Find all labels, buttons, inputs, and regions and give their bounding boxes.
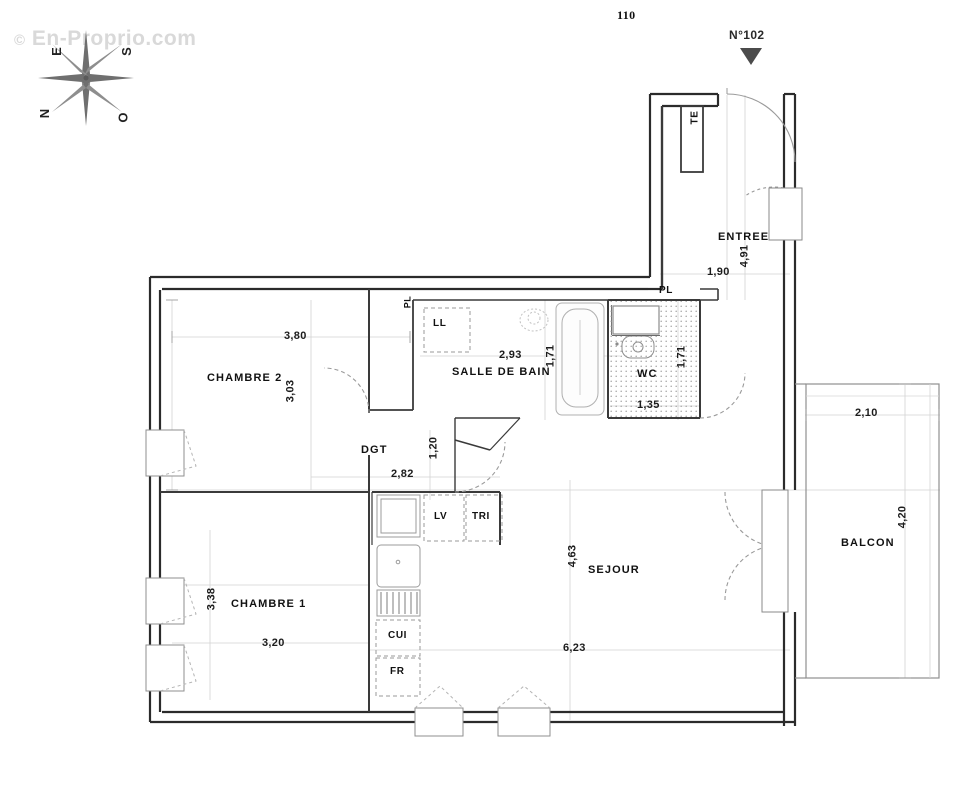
dimension-chambre1-depth: 3,38 [205,587,218,611]
apartment-marker-icon [740,48,762,65]
plan-number-label: 110 [617,8,636,22]
compass-rose: E S N O [22,18,152,138]
dimension-sejour-depth: 4,63 [566,544,579,568]
fixture-label-te: TE [689,110,701,125]
dimension-sdb-width: 2,93 [499,349,522,361]
fixture-label-tri: TRI [472,511,490,522]
watermark-copyright-icon: © [14,32,26,49]
dimension-wc-depth: 1,71 [675,345,688,369]
compass-star-icon [38,30,134,126]
watermark-label: En-Proprio.com [31,27,197,50]
fixture-label-cui: CUI [388,630,408,641]
dimension-chambre2-depth: 3,03 [284,379,297,403]
dimension-dgt-width: 2,82 [391,468,414,480]
watermark: © En-Proprio.com [14,27,196,51]
room-label-sejour: SEJOUR [588,564,640,576]
dimension-wc-width: 1,35 [637,399,660,411]
dimension-sejour-width: 6,23 [563,642,586,654]
dimension-dgt-depth: 1,20 [427,436,440,460]
room-label-chambre1: CHAMBRE 1 [231,598,307,610]
fixture-label-ll: LL [433,318,447,329]
dimension-balcon-depth: 4,20 [896,505,909,529]
compass-label-north: N [37,108,53,119]
room-label-chambre2: CHAMBRE 2 [207,372,283,384]
dimension-sdb-depth: 1,71 [544,344,557,368]
fixture-label-pl-right: PL [659,285,673,296]
dimension-chambre2-width: 3,80 [284,330,307,342]
dimension-entree-width: 1,90 [707,266,730,278]
compass-label-east: E [48,47,64,56]
compass-label-west: O [115,112,131,123]
fixture-label-pl-left: PL [402,295,413,309]
room-label-wc: WC [637,368,658,380]
room-label-entree: ENTREE [718,231,770,243]
fixture-label-fr: FR [390,666,405,677]
dimension-balcon-width: 2,10 [855,407,878,419]
dimension-chambre1-width: 3,20 [262,637,285,649]
room-label-dgt: DGT [361,444,388,456]
room-label-salle-de-bain: SALLE DE BAIN [452,366,551,378]
apartment-number-label: N°102 [729,28,765,42]
dimension-entree-depth: 4,91 [738,244,751,268]
room-label-balcon: BALCON [841,537,895,549]
compass-label-south: S [118,47,134,56]
fixture-label-lv: LV [434,511,448,522]
